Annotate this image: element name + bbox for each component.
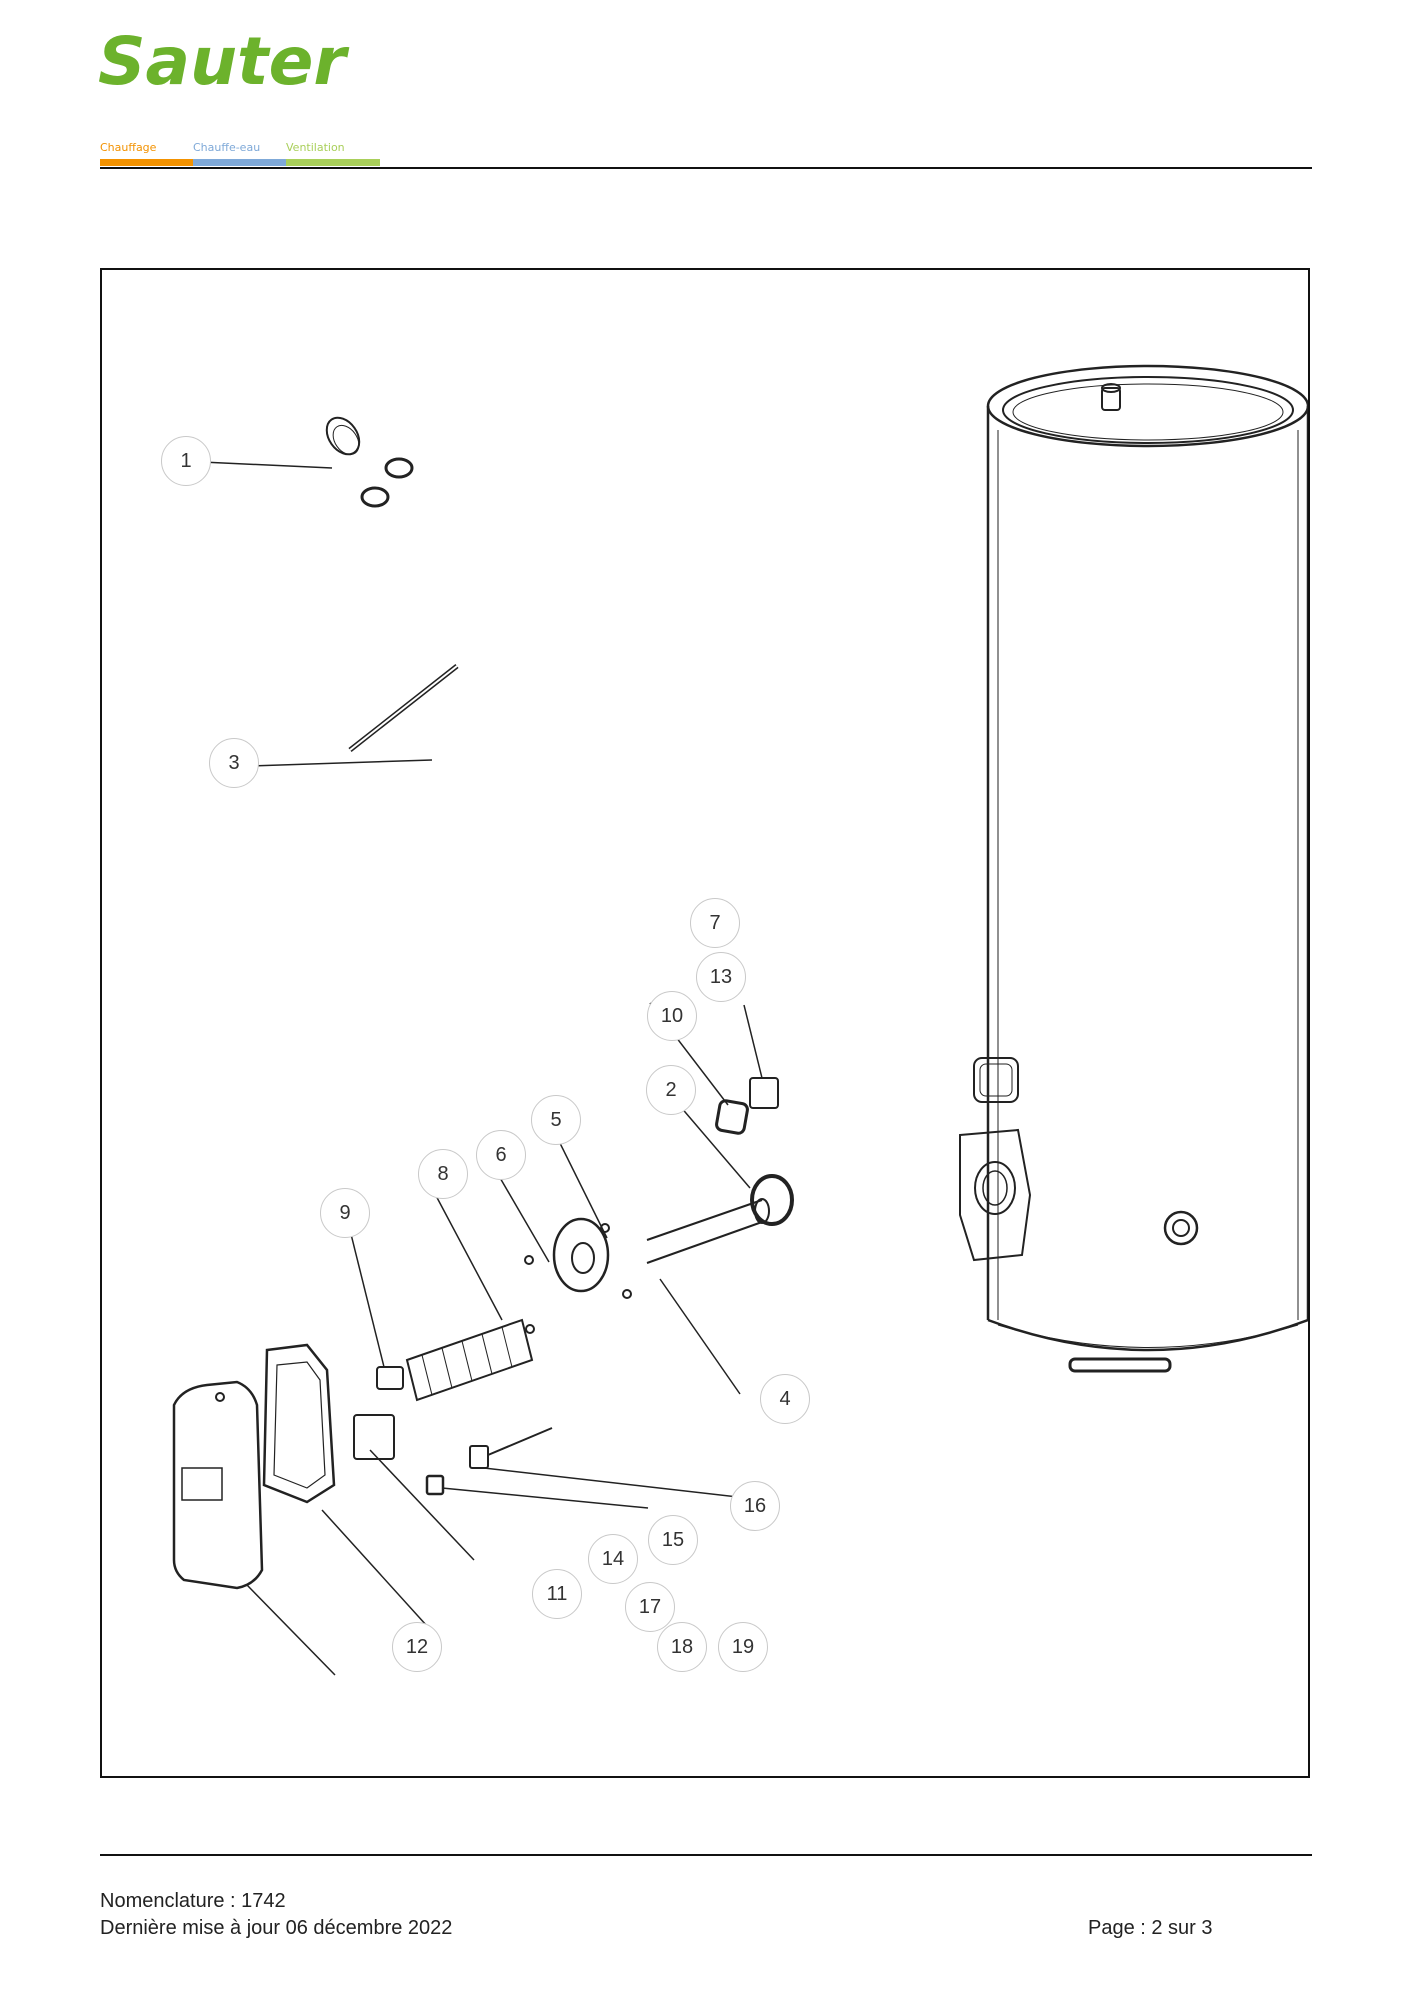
category-ventilation: Ventilation — [286, 141, 380, 166]
callout-4: 4 — [760, 1374, 810, 1424]
callout-17: 17 — [625, 1582, 675, 1632]
exploded-view-frame: 1 3 7 13 10 2 5 6 8 9 4 16 15 14 11 17 1… — [100, 268, 1310, 1778]
logo-text: Sauter — [98, 23, 349, 100]
part-heating-element — [376, 1318, 534, 1402]
sauter-logo: Sauter — [98, 23, 349, 100]
category-underline — [100, 159, 193, 166]
water-heater-tank — [959, 364, 1308, 1373]
page-number: Page : 2 sur 3 — [1088, 1917, 1213, 1939]
part-control-module — [353, 1414, 395, 1460]
callout-10: 10 — [647, 991, 697, 1041]
callout-2: 2 — [646, 1065, 696, 1115]
part-gasket-and-plate — [715, 1077, 779, 1135]
callout-19: 19 — [718, 1622, 768, 1672]
leader-lines — [201, 461, 765, 1676]
part-housing-frame — [262, 1343, 336, 1504]
last-updated-label: Dernière mise à jour 06 décembre 2022 — [100, 1917, 453, 1939]
part-cover — [172, 1380, 264, 1590]
callout-1: 1 — [161, 436, 211, 486]
callout-15: 15 — [648, 1515, 698, 1565]
callout-14: 14 — [588, 1534, 638, 1584]
callout-18: 18 — [657, 1622, 707, 1672]
callout-7: 7 — [690, 898, 740, 948]
callout-9: 9 — [320, 1188, 370, 1238]
footer-divider — [100, 1854, 1312, 1856]
category-label: Chauffage — [100, 141, 157, 154]
callout-12: 12 — [392, 1622, 442, 1672]
header-divider — [100, 167, 1312, 169]
callout-13: 13 — [696, 952, 746, 1002]
category-label: Ventilation — [286, 141, 345, 154]
part-flange — [524, 1217, 632, 1334]
callout-11: 11 — [532, 1569, 582, 1619]
callout-3: 3 — [209, 738, 259, 788]
exploded-view-drawing — [172, 364, 1308, 1676]
category-chauffage: Chauffage — [100, 141, 193, 166]
category-underline — [193, 159, 286, 166]
callout-8: 8 — [418, 1149, 468, 1199]
category-underline — [286, 159, 380, 166]
category-label: Chauffe-eau — [193, 141, 261, 154]
category-chauffe-eau: Chauffe-eau — [193, 141, 286, 166]
part-thermostat — [425, 1427, 553, 1496]
callout-6: 6 — [476, 1130, 526, 1180]
callout-16: 16 — [730, 1481, 780, 1531]
callout-5: 5 — [531, 1095, 581, 1145]
part-fitting — [325, 416, 414, 508]
part-gasket-ring — [750, 1174, 794, 1226]
part-anode-rod — [348, 664, 459, 752]
part-heating-tube — [646, 1198, 770, 1264]
nomenclature-label: Nomenclature : 1742 — [100, 1890, 286, 1912]
